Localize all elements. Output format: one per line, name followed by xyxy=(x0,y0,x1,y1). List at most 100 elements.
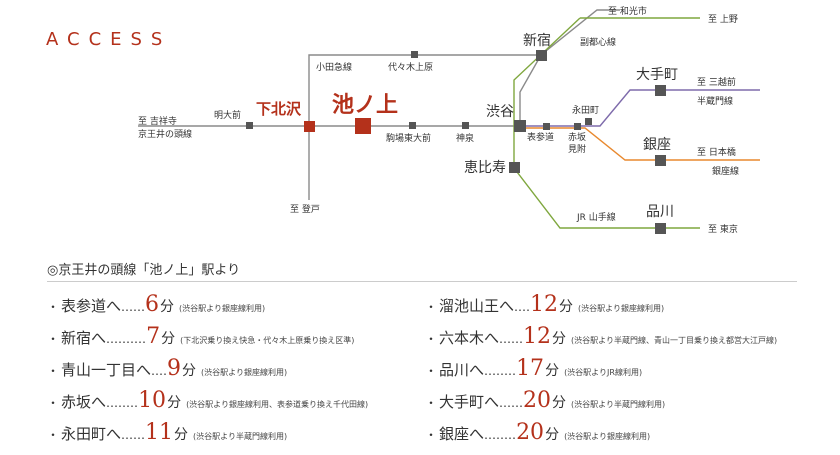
minutes: 10 xyxy=(138,388,167,413)
terminus-tokyo: 至 東京 xyxy=(708,223,738,235)
route-note: (渋谷駅より半蔵門線、青山一丁目乗り換え都営大江戸線) xyxy=(571,336,778,345)
minutes: 12 xyxy=(530,292,559,317)
bullet: ・ xyxy=(425,396,438,410)
travel-times: ・ 表参道へ ‥‥‥ 6 分 (渋谷駅より銀座線利用) ・ 新宿へ ‥‥‥‥‥ … xyxy=(47,292,837,452)
leader-dots: ‥‥ xyxy=(514,300,531,314)
access-title: ACCESS xyxy=(46,29,171,50)
station-omotesando xyxy=(543,123,550,130)
destination: 銀座へ xyxy=(439,425,485,443)
label-akasaka-1: 赤坂 xyxy=(568,132,586,143)
minutes-unit: 分 xyxy=(182,363,197,379)
bullet: ・ xyxy=(425,300,438,314)
time-row: ・ 青山一丁目へ ‥‥ 9 分 (渋谷駅より銀座線利用) xyxy=(47,356,287,386)
minutes: 20 xyxy=(516,420,545,445)
divider xyxy=(47,281,797,282)
label-shinsen: 神泉 xyxy=(456,132,474,144)
label-line-inokashira: 京王井の頭線 xyxy=(138,128,192,140)
section-title: ◎京王井の頭線「池ノ上」駅より xyxy=(47,263,241,278)
minutes-unit: 分 xyxy=(552,395,567,411)
destination: 品川へ xyxy=(439,361,485,379)
bullet: ・ xyxy=(47,332,60,346)
station-ikenoue xyxy=(355,118,371,134)
time-row: ・ 表参道へ ‥‥‥ 6 分 (渋谷駅より銀座線利用) xyxy=(47,292,265,322)
minutes-unit: 分 xyxy=(545,427,560,443)
station-shinsen xyxy=(462,122,469,129)
time-row: ・ 品川へ ‥‥‥‥ 17 分 (渋谷駅よりJR線利用) xyxy=(425,356,642,386)
label-omotesando: 表参道 xyxy=(527,131,554,143)
label-akasaka-2: 見附 xyxy=(568,143,586,155)
label-line-ginza: 銀座線 xyxy=(712,165,739,177)
route-note: (渋谷駅よりJR線利用) xyxy=(564,368,643,377)
minutes-unit: 分 xyxy=(559,299,574,315)
minutes: 7 xyxy=(146,324,161,349)
route-note: (渋谷駅より半蔵門線利用) xyxy=(571,400,666,409)
leader-dots: ‥‥‥‥ xyxy=(484,364,517,378)
station-nagatacho xyxy=(585,118,592,125)
route-note: (渋谷駅より銀座線利用、表参道乗り換え千代田線) xyxy=(186,400,369,409)
minutes-unit: 分 xyxy=(174,427,189,443)
yamanote-line-west xyxy=(513,17,700,229)
time-row: ・ 赤坂へ ‥‥‥‥ 10 分 (渋谷駅より銀座線利用、表参道乗り換え千代田線) xyxy=(47,388,368,418)
bullet: ・ xyxy=(47,300,60,314)
time-row: ・ 溜池山王へ ‥‥ 12 分 (渋谷駅より銀座線利用) xyxy=(425,292,664,322)
route-map: ACCESS 池ノ上 下北沢 明大前 駒場東大前 神泉 渋谷 代々木上原 新宿 … xyxy=(46,5,760,235)
station-komaba xyxy=(409,122,416,129)
label-shibuya: 渋谷 xyxy=(486,104,514,120)
odakyu-line xyxy=(308,54,541,200)
station-yoyogiuehara xyxy=(411,51,418,58)
label-line-odakyu: 小田急線 xyxy=(316,61,352,73)
station-akasaka xyxy=(574,123,581,130)
route-note: (渋谷駅より銀座線利用) xyxy=(564,432,651,441)
leader-dots: ‥‥ xyxy=(151,364,168,378)
destination: 六本木へ xyxy=(439,329,500,347)
route-note: (渋谷駅より銀座線利用) xyxy=(179,304,266,313)
label-ginza: 銀座 xyxy=(643,137,671,153)
terminus-nihonbashi: 至 日本橋 xyxy=(697,146,736,158)
leader-dots: ‥‥‥‥ xyxy=(106,396,139,410)
label-ebisu: 恵比寿 xyxy=(464,159,506,176)
terminus-kichijoji: 至 吉祥寺 xyxy=(138,115,177,127)
label-yoyogiuehara: 代々木上原 xyxy=(388,61,433,73)
terminus-ueno: 至 上野 xyxy=(708,14,738,25)
label-line-hanzomon: 半蔵門線 xyxy=(697,95,733,107)
terminus-mitsukoshimae: 至 三越前 xyxy=(697,76,736,88)
minutes: 20 xyxy=(523,388,552,413)
destination: 表参道へ xyxy=(61,297,122,315)
route-note: (渋谷駅より銀座線利用) xyxy=(578,304,665,313)
label-otemachi: 大手町 xyxy=(636,67,678,83)
leader-dots: ‥‥‥‥‥ xyxy=(106,332,147,346)
station-otemachi xyxy=(655,85,666,96)
bullet: ・ xyxy=(425,364,438,378)
bullet: ・ xyxy=(425,332,438,346)
time-row: ・ 大手町へ ‥‥‥ 20 分 (渋谷駅より半蔵門線利用) xyxy=(425,388,665,418)
minutes: 17 xyxy=(516,356,545,381)
minutes-unit: 分 xyxy=(167,395,182,411)
bullet: ・ xyxy=(425,428,438,442)
bullet: ・ xyxy=(47,428,60,442)
route-note: (渋谷駅より半蔵門線利用) xyxy=(193,432,288,441)
label-komaba: 駒場東大前 xyxy=(386,132,431,144)
time-row: ・ 新宿へ ‥‥‥‥‥ 7 分 (下北沢乗り換え快急・代々木上原乗り換え区準) xyxy=(47,324,354,354)
destination: 溜池山王へ xyxy=(439,297,515,315)
leader-dots: ‥‥‥ xyxy=(121,428,146,442)
station-shimokitazawa xyxy=(304,121,315,132)
minutes: 12 xyxy=(523,324,552,349)
station-shinagawa xyxy=(655,223,666,234)
destination: 青山一丁目へ xyxy=(61,361,152,379)
label-ikenoue: 池ノ上 xyxy=(332,93,398,118)
leader-dots: ‥‥‥ xyxy=(499,396,524,410)
minutes: 11 xyxy=(145,420,174,445)
label-line-fukutoshin: 副都心線 xyxy=(580,36,616,48)
minutes-unit: 分 xyxy=(161,331,176,347)
minutes-unit: 分 xyxy=(545,363,560,379)
label-line-yamanote: JR 山手線 xyxy=(576,211,616,223)
label-shimokitazawa: 下北沢 xyxy=(256,100,302,118)
route-note: (渋谷駅より銀座線利用) xyxy=(201,368,288,377)
time-row: ・ 銀座へ ‥‥‥‥ 20 分 (渋谷駅より銀座線利用) xyxy=(425,420,650,450)
destination: 新宿へ xyxy=(61,329,107,347)
leader-dots: ‥‥‥ xyxy=(499,332,524,346)
minutes-unit: 分 xyxy=(552,331,567,347)
station-ginza xyxy=(655,155,666,166)
bullet: ・ xyxy=(47,364,60,378)
